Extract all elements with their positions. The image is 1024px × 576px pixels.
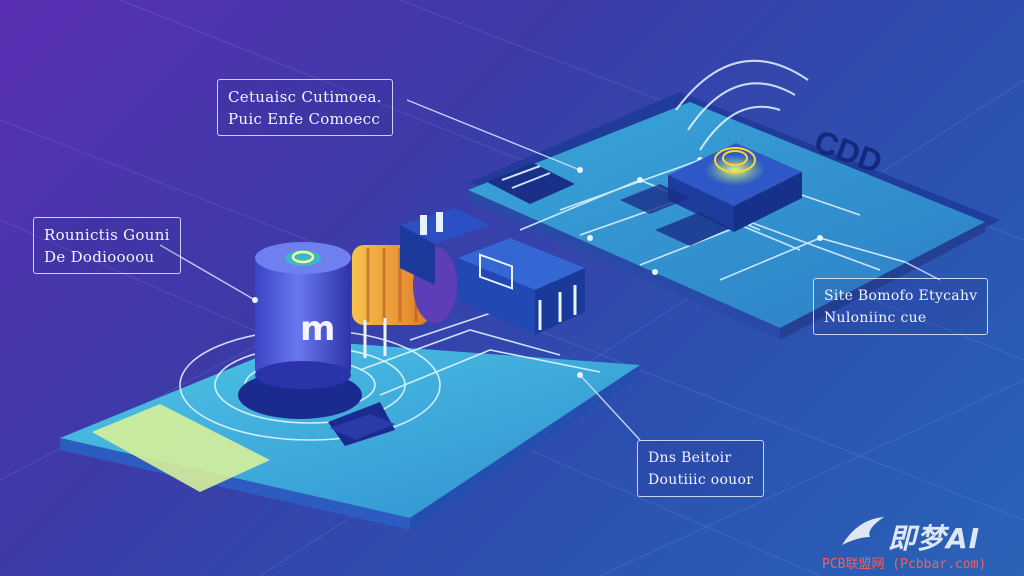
left-board: m [60,208,640,530]
callout-bottom-line2: Doutiiic oouor [648,472,754,488]
callout-bottom-line1: Dns Beitoir [648,450,732,466]
highlight-pad [92,404,270,492]
callout-lines [159,99,941,441]
right-board: CDD [468,59,1000,340]
watermark-site: PCB联盟网 (Pcbbar.com) [822,557,987,572]
callout-left-line1: Rounictis Gouni [44,226,170,244]
callout-label-top: Cetuaisc Cutimoea. Puic Enfe Comoecc [217,79,393,136]
callout-label-left: Rounictis Gouni De Dodioooou [33,217,181,274]
callout-top-line2: Puic Enfe Comoecc [228,110,381,128]
callout-top-line1: Cetuaisc Cutimoea. [228,88,382,106]
callout-left-line2: De Dodioooou [44,248,155,266]
callout-label-bottom: Dns Beitoir Doutiiic oouor [637,440,765,497]
callout-label-right: Site Bomofo Etycahv Nuloniinc cue [813,278,989,335]
callout-right-line1: Site Bomofo Etycahv [824,288,978,304]
watermark-logo-icon [842,517,884,545]
watermark-logo-text: 即梦AI [888,522,981,555]
callout-right-line2: Nuloniinc cue [824,310,927,326]
capacitor-letter: m [300,309,335,349]
